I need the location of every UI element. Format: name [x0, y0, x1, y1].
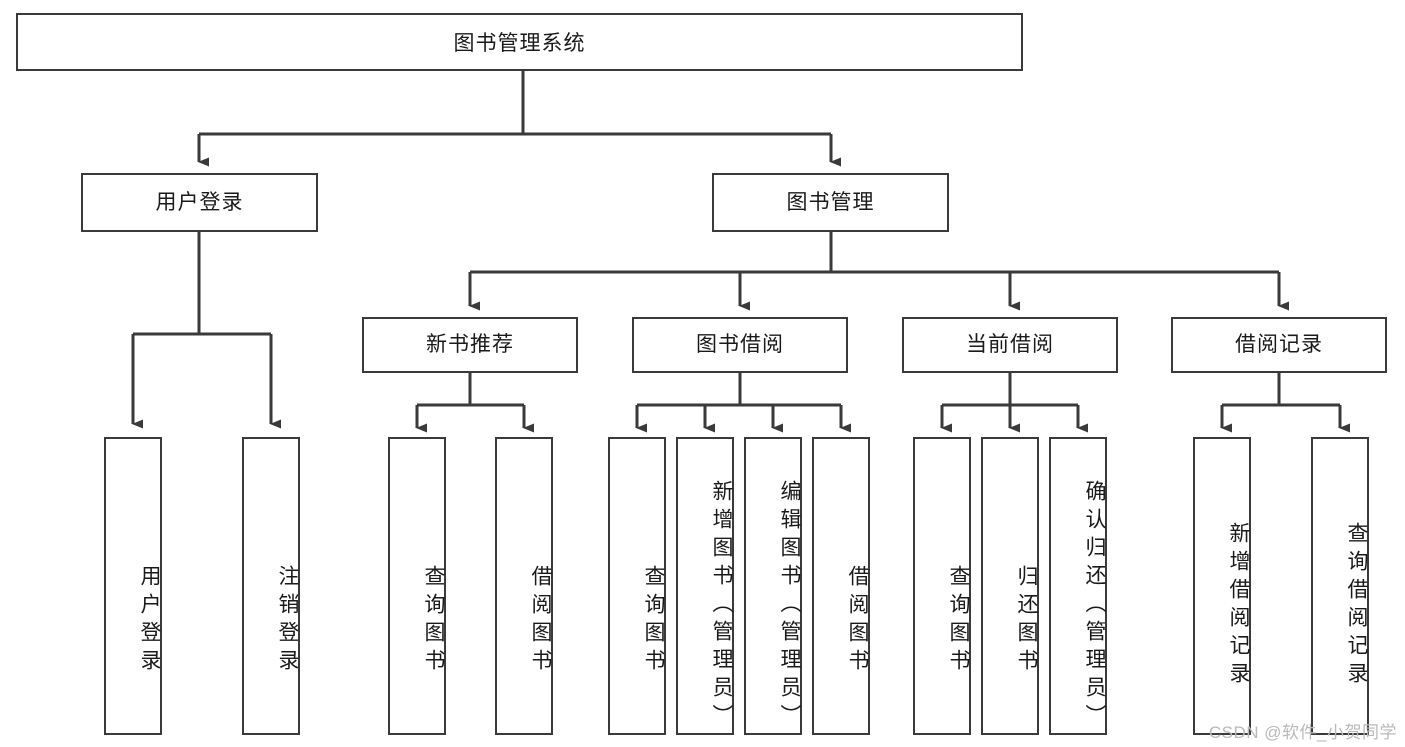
leaf-logout[interactable]: 注销登录	[242, 437, 300, 735]
leaf-borrow-query-book[interactable]: 查询图书	[608, 437, 666, 735]
node-user-login[interactable]: 用户登录	[81, 173, 318, 232]
node-current-borrow[interactable]: 当前借阅	[902, 317, 1118, 373]
leaf-new-book-query-book[interactable]: 查询图书	[388, 437, 446, 735]
leaf-current-return-book[interactable]: 归还图书	[981, 437, 1039, 735]
leaf-current-confirm-return-admin[interactable]: 确认归还（管理员）	[1049, 437, 1107, 735]
node-book-borrow[interactable]: 图书借阅	[632, 317, 848, 373]
node-root-book-management-system[interactable]: 图书管理系统	[16, 13, 1023, 71]
leaf-new-book-borrow-book[interactable]: 借阅图书	[495, 437, 553, 735]
leaf-borrow-edit-book-admin[interactable]: 编辑图书（管理员）	[744, 437, 802, 735]
leaf-borrow-borrow-book[interactable]: 借阅图书	[812, 437, 870, 735]
node-borrow-record[interactable]: 借阅记录	[1171, 317, 1387, 373]
leaf-current-query-book[interactable]: 查询图书	[913, 437, 971, 735]
leaf-borrow-add-book-admin[interactable]: 新增图书（管理员）	[676, 437, 734, 735]
leaf-record-add-borrow-record[interactable]: 新增借阅记录	[1193, 437, 1251, 735]
node-book-management[interactable]: 图书管理	[712, 173, 949, 232]
node-new-book-recommend[interactable]: 新书推荐	[362, 317, 578, 373]
leaf-record-query-borrow-record[interactable]: 查询借阅记录	[1311, 437, 1369, 735]
leaf-user-login[interactable]: 用户登录	[104, 437, 162, 735]
csdn-watermark: CSDN @软件_小贺同学	[1208, 723, 1397, 742]
